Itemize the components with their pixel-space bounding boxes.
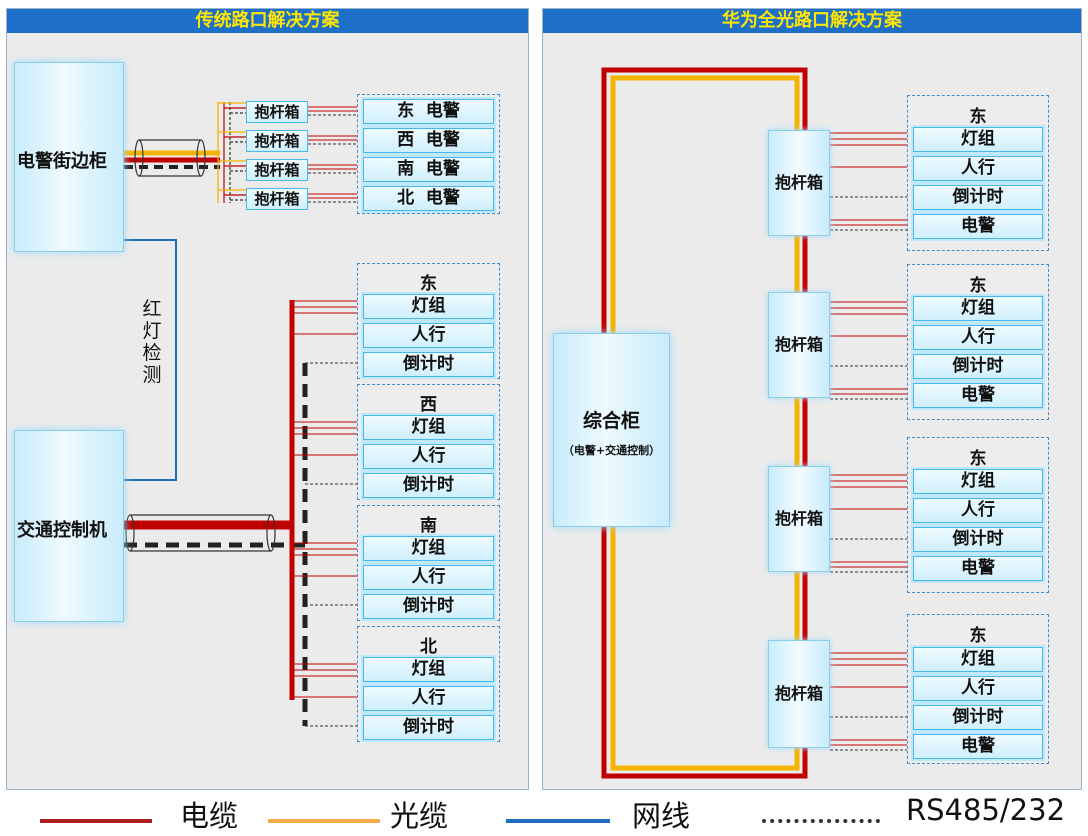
left-west-pedestrian: 人行: [363, 444, 494, 469]
signal-controller-label: 交通控制机: [17, 520, 107, 541]
legend-fiber-swatch: [268, 819, 380, 823]
right-2-ep: 电警: [913, 383, 1043, 408]
legend-serial-swatch: [762, 819, 880, 823]
left-south-light: 灯组: [363, 536, 494, 561]
legend-power-swatch: [40, 819, 152, 823]
right-group-2-title: 东: [969, 276, 987, 296]
left-group-east-title: 东: [420, 274, 437, 294]
integrated-cabinet-label: 综合柜: [582, 410, 640, 432]
left-east-countdown: 倒计时: [363, 352, 494, 377]
integrated-cabinet-sublabel: （电警+交通控制）: [562, 444, 661, 457]
ep-street-cabinet-label: 电警街边柜: [17, 151, 107, 172]
right-1-light: 灯组: [913, 127, 1043, 152]
legend-fiber-label: 光缆: [390, 799, 449, 833]
pole-box-west: 抱杆箱: [246, 130, 308, 152]
right-2-light: 灯组: [913, 296, 1043, 321]
ep-south: 南 电警: [363, 157, 494, 182]
fiber-ring: [601, 67, 808, 779]
left-east-pedestrian: 人行: [363, 323, 494, 348]
legend-network-label: 网线: [632, 799, 691, 833]
right-4-light: 灯组: [913, 647, 1043, 672]
pole-box-wiring: [830, 132, 912, 751]
left-north-countdown: 倒计时: [363, 715, 494, 740]
pole-box-east: 抱杆箱: [246, 101, 308, 123]
left-west-light: 灯组: [363, 415, 494, 440]
left-east-light: 灯组: [363, 294, 494, 319]
right-3-ep: 电警: [913, 556, 1043, 581]
right-pole-box-3: 抱杆箱: [768, 466, 830, 572]
signal-controller: [14, 430, 124, 622]
left-group-south-title: 南: [420, 516, 437, 536]
right-2-countdown: 倒计时: [913, 354, 1043, 379]
signal-controller-cables: [124, 300, 362, 727]
right-3-pedestrian: 人行: [913, 498, 1043, 523]
right-pole-box-2: 抱杆箱: [768, 292, 830, 398]
right-3-countdown: 倒计时: [913, 527, 1043, 552]
huawei-panel-title: 华为全光路口解决方案: [543, 9, 1081, 33]
right-1-pedestrian: 人行: [913, 156, 1043, 181]
right-4-ep: 电警: [913, 734, 1043, 759]
ep-north: 北 电警: [363, 186, 494, 211]
integrated-cabinet: 综合柜 （电警+交通控制）: [553, 333, 670, 527]
red-light-detect-label: 红灯检测: [142, 298, 162, 386]
right-4-countdown: 倒计时: [913, 705, 1043, 730]
right-2-pedestrian: 人行: [913, 325, 1043, 350]
right-group-3-title: 东: [969, 449, 987, 469]
right-group-1-title: 东: [969, 107, 987, 127]
right-1-countdown: 倒计时: [913, 185, 1043, 210]
ep-cabinet-cables: [124, 102, 362, 203]
right-pole-box-4: 抱杆箱: [768, 640, 830, 748]
ep-east: 东 电警: [363, 99, 494, 124]
network-cable-red-light-detect: [124, 239, 177, 481]
pole-box-north: 抱杆箱: [246, 188, 308, 210]
left-north-light: 灯组: [363, 657, 494, 682]
traditional-panel-title: 传统路口解决方案: [7, 9, 528, 33]
ep-street-cabinet: [14, 62, 124, 252]
left-group-north-title: 北: [420, 637, 437, 657]
legend-serial-label: RS485/232: [906, 793, 1066, 827]
legend-power-label: 电缆: [180, 799, 239, 833]
right-1-ep: 电警: [913, 214, 1043, 239]
left-group-north: 北: [357, 626, 500, 742]
pole-box-south: 抱杆箱: [246, 159, 308, 181]
right-4-pedestrian: 人行: [913, 676, 1043, 701]
left-south-countdown: 倒计时: [363, 594, 494, 619]
ep-west: 西 电警: [363, 128, 494, 153]
right-group-4-title: 东: [969, 626, 987, 646]
right-pole-box-1: 抱杆箱: [768, 130, 830, 236]
left-north-pedestrian: 人行: [363, 686, 494, 711]
left-group-west-title: 西: [420, 395, 437, 415]
left-south-pedestrian: 人行: [363, 565, 494, 590]
right-3-light: 灯组: [913, 469, 1043, 494]
legend-network-swatch: [506, 819, 610, 823]
left-west-countdown: 倒计时: [363, 473, 494, 498]
